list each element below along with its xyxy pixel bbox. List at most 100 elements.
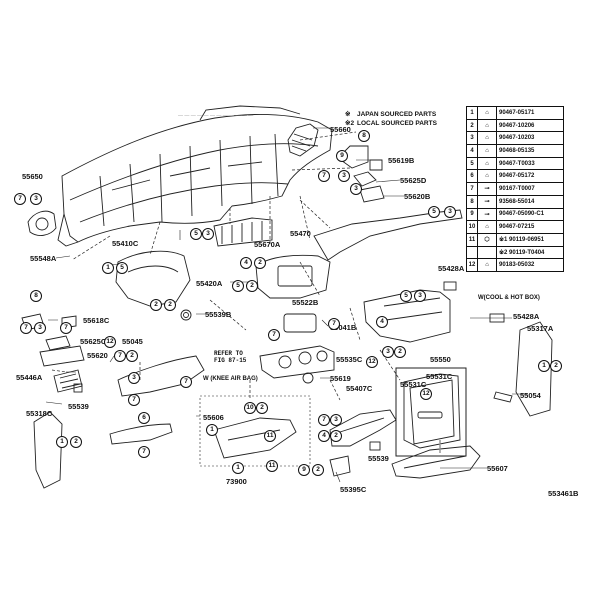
part-label-55625C: 55625C — [80, 337, 107, 346]
callout-number: 2 — [246, 280, 258, 292]
callout-number: 3 — [202, 228, 214, 240]
fastener-index: 9 — [466, 207, 478, 222]
part-label-55522B: 55522B — [292, 298, 319, 307]
callout-number: 2 — [164, 299, 176, 311]
part-label-55619B: 55619B — [388, 156, 415, 165]
callout-number: 7 — [60, 322, 72, 334]
callout-number: 11 — [266, 460, 278, 472]
callout-number: 3 — [350, 183, 362, 195]
legend-item-japan: ※JAPAN SOURCED PARTS — [345, 111, 437, 118]
fastener-index: 1 — [466, 106, 478, 120]
callout-number: 2 — [256, 402, 268, 414]
part-label-55045: 55045 — [122, 337, 143, 346]
fastener-part-number: 90183-05032 — [496, 258, 564, 272]
fastener-row: 6⌂90467-05172 — [466, 169, 564, 184]
part-label-55660: 55660 — [330, 125, 351, 134]
blank-cell — [477, 245, 497, 260]
callout-number: 1 — [206, 424, 218, 436]
fastener-part-number: 90167-T0007 — [496, 182, 564, 196]
fastener-index: 7 — [466, 182, 478, 196]
part-label-55446A: 55446A — [16, 373, 43, 382]
callout-number: 4 — [318, 430, 330, 442]
callout-number: 12 — [420, 388, 432, 400]
part-label-55535C: 55535C — [336, 355, 363, 364]
fastener-row: 9⊸90467-05090-C1 — [466, 207, 564, 222]
part-label-55618C: 55618C — [83, 316, 110, 325]
callout-number: 7 — [114, 350, 126, 362]
part-label-73900: 73900 — [226, 477, 247, 486]
callout-number: 5 — [190, 228, 202, 240]
callout-number: 5 — [232, 280, 244, 292]
fastener-index: 5 — [466, 156, 478, 171]
trim-55470 — [313, 209, 463, 261]
part-label-55539-mid: 55539 — [368, 454, 389, 463]
callout-number: 3 — [382, 346, 394, 358]
fastener-row: 7⊸90167-T0007 — [466, 182, 564, 196]
fastener-row: 3⌂90467-10203 — [466, 131, 564, 146]
callout-number: 8 — [358, 130, 370, 142]
part-label-55625D: 55625D — [400, 176, 427, 185]
fastener-row: 5⌂90467-T0033 — [466, 156, 564, 171]
callout-number: 5 — [428, 206, 440, 218]
callout-number: 7 — [14, 193, 26, 205]
callout-number: 2 — [254, 257, 266, 269]
callout-number: 7 — [318, 170, 330, 182]
instrument-panel-outline — [61, 114, 333, 243]
fastener-part-number: 90467-T0033 — [496, 156, 564, 171]
part-label-55395C: 55395C — [340, 485, 367, 494]
cluster-hood-55410C — [115, 250, 191, 307]
callout-number: 12 — [366, 356, 378, 368]
fastener-part-number: 90467-05172 — [496, 169, 564, 184]
screw-icon: ⊸ — [477, 207, 497, 222]
fastener-part-number: 90468-05135 — [496, 144, 564, 158]
clip-icon: ⌂ — [477, 144, 497, 158]
callout-number: 1 — [56, 436, 68, 448]
screw-icon: ⊸ — [477, 182, 497, 196]
callout-number: 7 — [328, 318, 340, 330]
callout-number: 2 — [70, 436, 82, 448]
center-panel-55420A — [255, 254, 331, 299]
callout-number: 3 — [30, 193, 42, 205]
part-label-55470: 55470 — [290, 229, 311, 238]
fastener-index — [466, 245, 478, 260]
clip-icon: ⌂ — [477, 258, 497, 272]
callout-number: 2 — [394, 346, 406, 358]
part-label-55407C: 55407C — [346, 384, 373, 393]
callout-number: 3 — [330, 414, 342, 426]
callout-number: 3 — [414, 290, 426, 302]
part-label-55041B: 55041B — [330, 323, 357, 332]
tray-55607 — [391, 445, 481, 479]
vent-55660 — [287, 123, 319, 157]
part-label-55410C: 55410C — [112, 239, 139, 248]
knee-airbag-73900 — [213, 417, 297, 459]
callout-number: 7 — [20, 322, 32, 334]
glovebox-frame-55550 — [403, 373, 461, 449]
fastener-row: 11⬡※1 90119-06951 — [466, 232, 564, 247]
part-label-55428A-right: 55428A — [513, 312, 540, 321]
fastener-index: 8 — [466, 194, 478, 209]
screw-icon: ⊸ — [477, 194, 497, 209]
callout-number: 8 — [30, 290, 42, 302]
part-label-55670A: 55670A — [254, 240, 281, 249]
fastener-part-number: ※2 90119-T0404 — [496, 245, 564, 260]
clip-icon: ⌂ — [477, 106, 497, 120]
fastener-index: 2 — [466, 118, 478, 133]
part-label-55619: 55619 — [330, 374, 351, 383]
callout-number: 2 — [150, 299, 162, 311]
callout-number: 1 — [102, 262, 114, 274]
callout-number: 3 — [128, 372, 140, 384]
part-label-55607: 55607 — [487, 464, 508, 473]
callout-number: 2 — [126, 350, 138, 362]
clip-icon: ⌂ — [477, 220, 497, 234]
callout-number: 10 — [244, 402, 256, 414]
callout-number: 12 — [104, 336, 116, 348]
fastener-row: 10⌂90467-07215 — [466, 220, 564, 234]
clip-icon: ⌂ — [477, 118, 497, 133]
fastener-index: 12 — [466, 258, 478, 272]
fastener-part-number: ※1 90119-06951 — [496, 232, 564, 247]
callout-number: 7 — [268, 329, 280, 341]
part-label-55531C-b: 55531C — [400, 380, 427, 389]
